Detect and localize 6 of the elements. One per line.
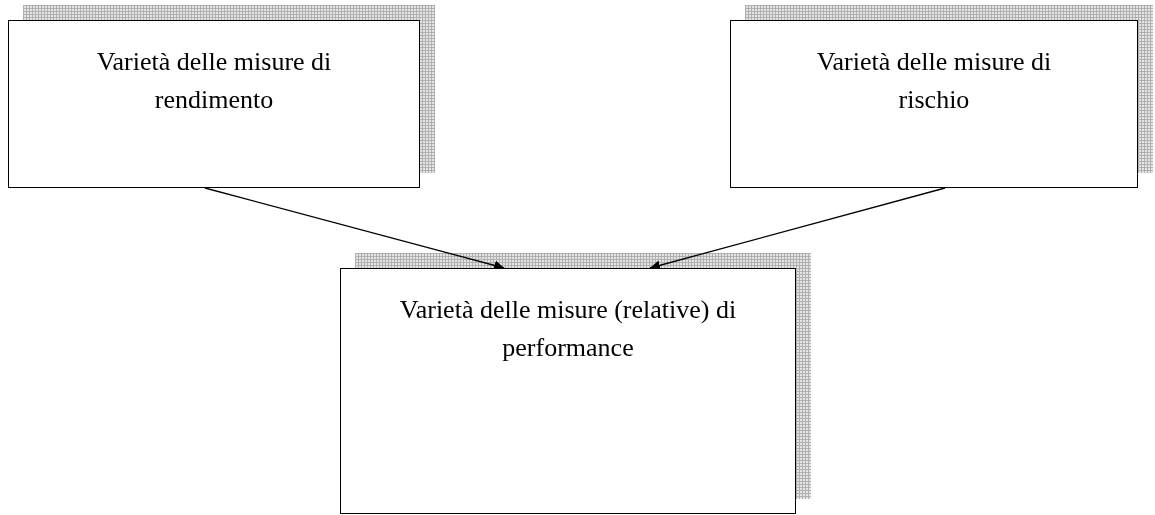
text-box: [8, 20, 420, 188]
box-label: Varietà delle misure di rendimento: [95, 46, 333, 116]
box-label: Varietà delle misure (relative) di performance: [398, 294, 738, 364]
box-label: Varietà delle misure di rischio: [815, 46, 1053, 116]
text-box: [340, 268, 796, 514]
text-box: [730, 20, 1138, 188]
